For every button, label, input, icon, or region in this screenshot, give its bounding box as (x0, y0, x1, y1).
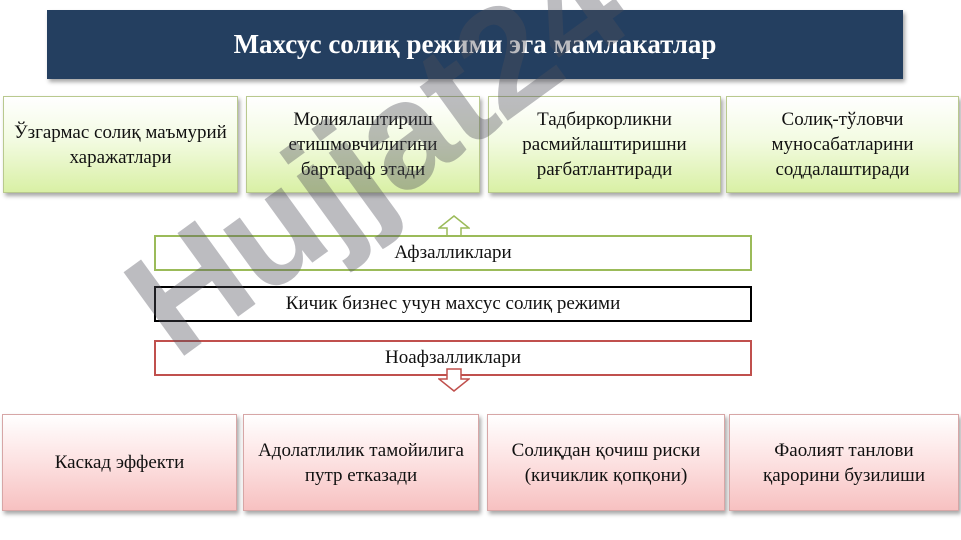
advantage-box-1: Ўзгармас солиқ маъмурий харажатлари (3, 96, 238, 193)
advantage-box-4: Солиқ-тўловчи муносабатларини соддалашти… (726, 96, 959, 193)
center-bar: Кичик бизнес учун махсус солиқ режими (154, 286, 752, 322)
page-title: Махсус солиқ режими эга мамлакатлар (47, 10, 903, 79)
advantages-bar: Афзалликлари (154, 235, 752, 271)
advantage-box-3: Тадбиркорликни расмийлаштиришни рағбатла… (488, 96, 721, 193)
advantage-box-2: Молиялаштириш етишмовчилигини бартараф э… (246, 96, 480, 193)
disadvantage-box-1: Каскад эффекти (2, 414, 237, 511)
disadvantage-box-3: Солиқдан қочиш риски (кичиклик қопқони) (487, 414, 725, 511)
down-arrow-icon (438, 368, 470, 392)
disadvantage-box-2: Адолатлилик тамойилига путр етказади (243, 414, 479, 511)
disadvantage-box-4: Фаолият танлови қарорини бузилиши (729, 414, 959, 511)
